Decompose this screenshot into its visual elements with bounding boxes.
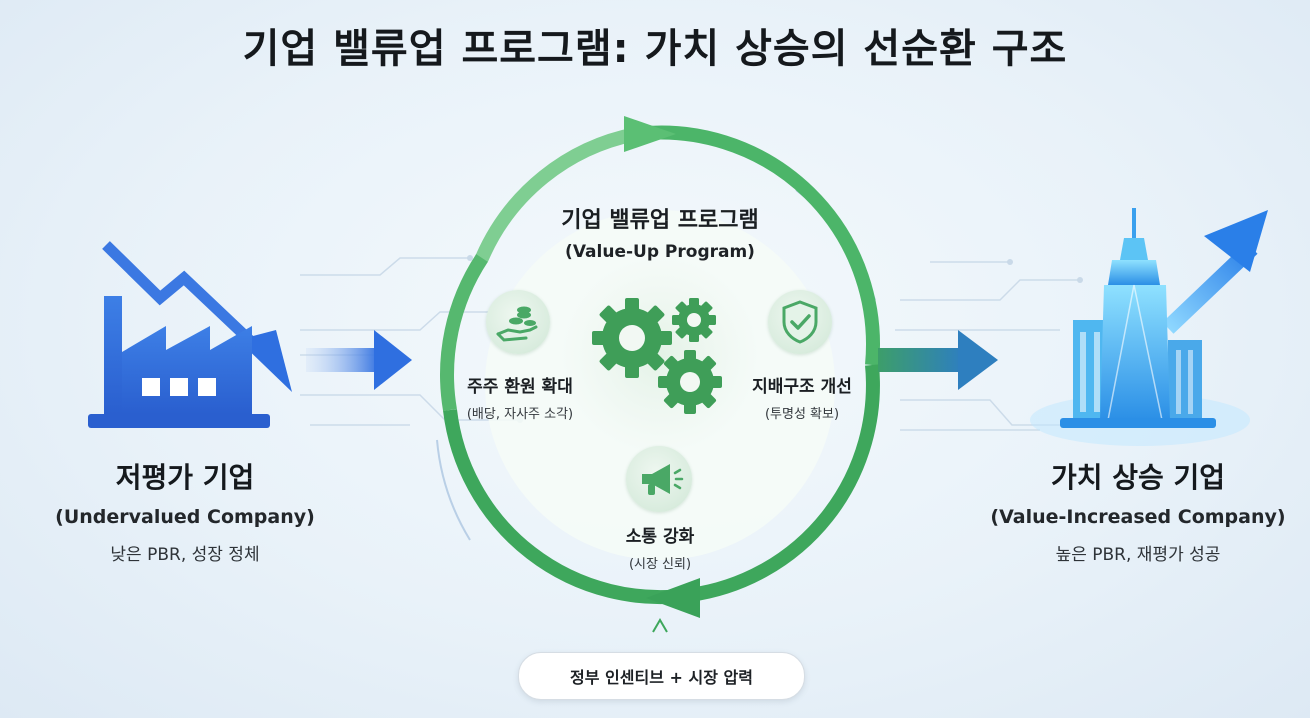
megaphone-icon [626,446,692,512]
program-title: 기업 밸류업 프로그램 [561,208,759,233]
incentive-pressure-badge: 정부 인센티브 + 시장 압력 [518,652,805,700]
pillar-governance: 지배구조 개선 (투명성 확보) [712,372,892,422]
blue-arrow-right-icon [306,330,412,390]
pillar-label: 지배구조 개선 [752,377,852,397]
pillar-sub: (투명성 확보) [764,407,840,422]
cycle-ring [440,116,880,633]
teal-arrow-right-icon [878,330,998,390]
undervalued-company-block: 저평가 기업 (Undervalued Company) 낮은 PBR, 성장 … [20,456,350,565]
pillar-sub: (시장 신뢰) [628,557,692,572]
shield-check-icon [768,290,832,354]
pillar-shareholder-returns: 주주 환원 확대 (배당, 자사주 소각) [430,372,610,422]
value-increased-title: 가치 상승 기업 [1050,461,1226,494]
page-title: 기업 밸류업 프로그램: 가치 상승의 선순환 구조 [242,26,1068,72]
undervalued-description: 낮은 PBR, 성장 정체 [110,545,260,565]
value-increased-description: 높은 PBR, 재평가 성공 [1055,545,1221,565]
value-increased-english: (Value-Increased Company) [990,506,1286,528]
skyscraper-rising-icon [1030,208,1268,446]
pillar-label: 주주 환원 확대 [467,377,573,397]
coins-hand-icon [486,290,550,354]
undervalued-title: 저평가 기업 [115,461,255,494]
pillar-communication: 소통 강화 (시장 신뢰) [570,522,750,572]
undervalued-english: (Undervalued Company) [55,506,315,528]
program-english: (Value-Up Program) [565,242,755,262]
pillar-sub: (배당, 자사주 소각) [466,407,574,422]
value-increased-company-block: 가치 상승 기업 (Value-Increased Company) 높은 PB… [968,456,1308,565]
program-heading: 기업 밸류업 프로그램 (Value-Up Program) [500,202,820,262]
gears-icon [592,298,722,414]
factory-declining-icon [88,241,292,428]
pillar-label: 소통 강화 [625,527,695,547]
